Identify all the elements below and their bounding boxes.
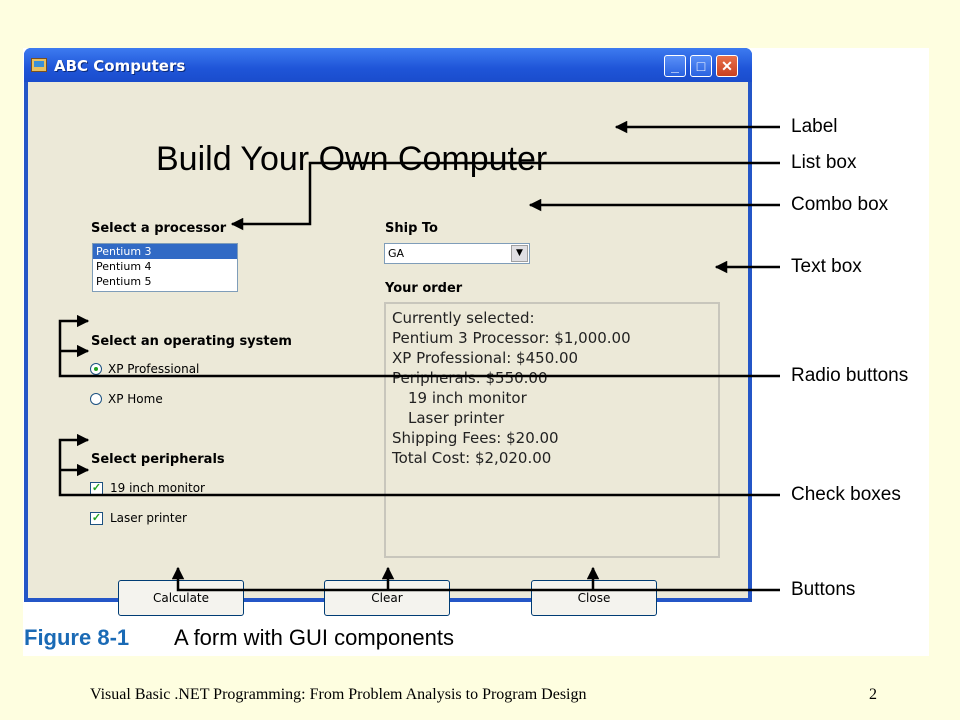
- radio-xp-professional[interactable]: [90, 363, 102, 375]
- list-item-pentium-5[interactable]: Pentium 5: [96, 275, 152, 288]
- minimize-button[interactable]: _: [664, 55, 686, 77]
- order-line: Pentium 3 Processor: $1,000.00: [392, 329, 631, 347]
- checkbox-label-19-inch-monitor: 19 inch monitor: [110, 481, 205, 495]
- order-line: Shipping Fees: $20.00: [392, 429, 559, 447]
- peripherals-label: Select peripherals: [91, 452, 225, 467]
- figure-caption: A form with GUI components: [174, 625, 454, 650]
- radio-label-xp-professional: XP Professional: [108, 362, 200, 376]
- clear-button[interactable]: Clear: [324, 580, 450, 616]
- order-line: Peripherals: $550.00: [392, 369, 548, 387]
- footer-title: Visual Basic .NET Programming: From Prob…: [90, 686, 587, 703]
- form-client-area: Build Your Own Computer Select a process…: [28, 82, 748, 616]
- chevron-down-icon[interactable]: ▼: [511, 245, 528, 262]
- page-number: 2: [869, 686, 877, 703]
- processor-list-box[interactable]: Pentium 3 Pentium 4 Pentium 5: [92, 243, 238, 292]
- window-title: ABC Computers: [54, 57, 186, 75]
- radio-xp-home[interactable]: [90, 393, 102, 405]
- order-line: Total Cost: $2,020.00: [392, 449, 552, 467]
- close-button[interactable]: Close: [531, 580, 657, 616]
- calculate-button[interactable]: Calculate: [118, 580, 244, 616]
- list-item-pentium-3[interactable]: Pentium 3: [93, 244, 237, 259]
- os-label: Select an operating system: [91, 334, 292, 349]
- callout-radio-buttons: Radio buttons: [791, 365, 909, 386]
- form-heading-label: Build Your Own Computer: [156, 140, 548, 178]
- title-bar[interactable]: ABC Computers _ □ ✕: [24, 48, 752, 82]
- callout-buttons: Buttons: [791, 579, 856, 600]
- callout-text-box: Text box: [791, 256, 862, 277]
- callout-label: Label: [791, 116, 838, 137]
- radio-label-xp-home: XP Home: [108, 392, 163, 406]
- callout-combo-box: Combo box: [791, 194, 889, 215]
- your-order-label: Your order: [385, 281, 463, 296]
- app-icon: [31, 58, 47, 72]
- close-window-button[interactable]: ✕: [716, 55, 738, 77]
- checkbox-laser-printer[interactable]: ✓: [90, 512, 103, 525]
- processor-label: Select a processor: [91, 221, 227, 236]
- figure-number: Figure 8-1: [24, 625, 130, 650]
- checkbox-label-laser-printer: Laser printer: [110, 511, 187, 525]
- order-line: 19 inch monitor: [408, 389, 527, 407]
- callout-check-boxes: Check boxes: [791, 484, 901, 505]
- list-item-pentium-4[interactable]: Pentium 4: [96, 260, 152, 273]
- abc-computers-window: ABC Computers _ □ ✕ Build Your Own Compu…: [24, 48, 752, 616]
- ship-to-label: Ship To: [385, 221, 438, 236]
- checkbox-19-inch-monitor[interactable]: ✓: [90, 482, 103, 495]
- ship-to-value: GA: [388, 247, 405, 260]
- maximize-button[interactable]: □: [690, 55, 712, 77]
- ship-to-combo-box[interactable]: GA ▼: [384, 243, 530, 264]
- order-line: XP Professional: $450.00: [392, 349, 579, 367]
- order-line: Currently selected:: [392, 309, 535, 327]
- order-line: Laser printer: [408, 409, 505, 427]
- callout-list-box: List box: [791, 152, 857, 173]
- order-text-box[interactable]: Currently selected: Pentium 3 Processor:…: [384, 302, 720, 558]
